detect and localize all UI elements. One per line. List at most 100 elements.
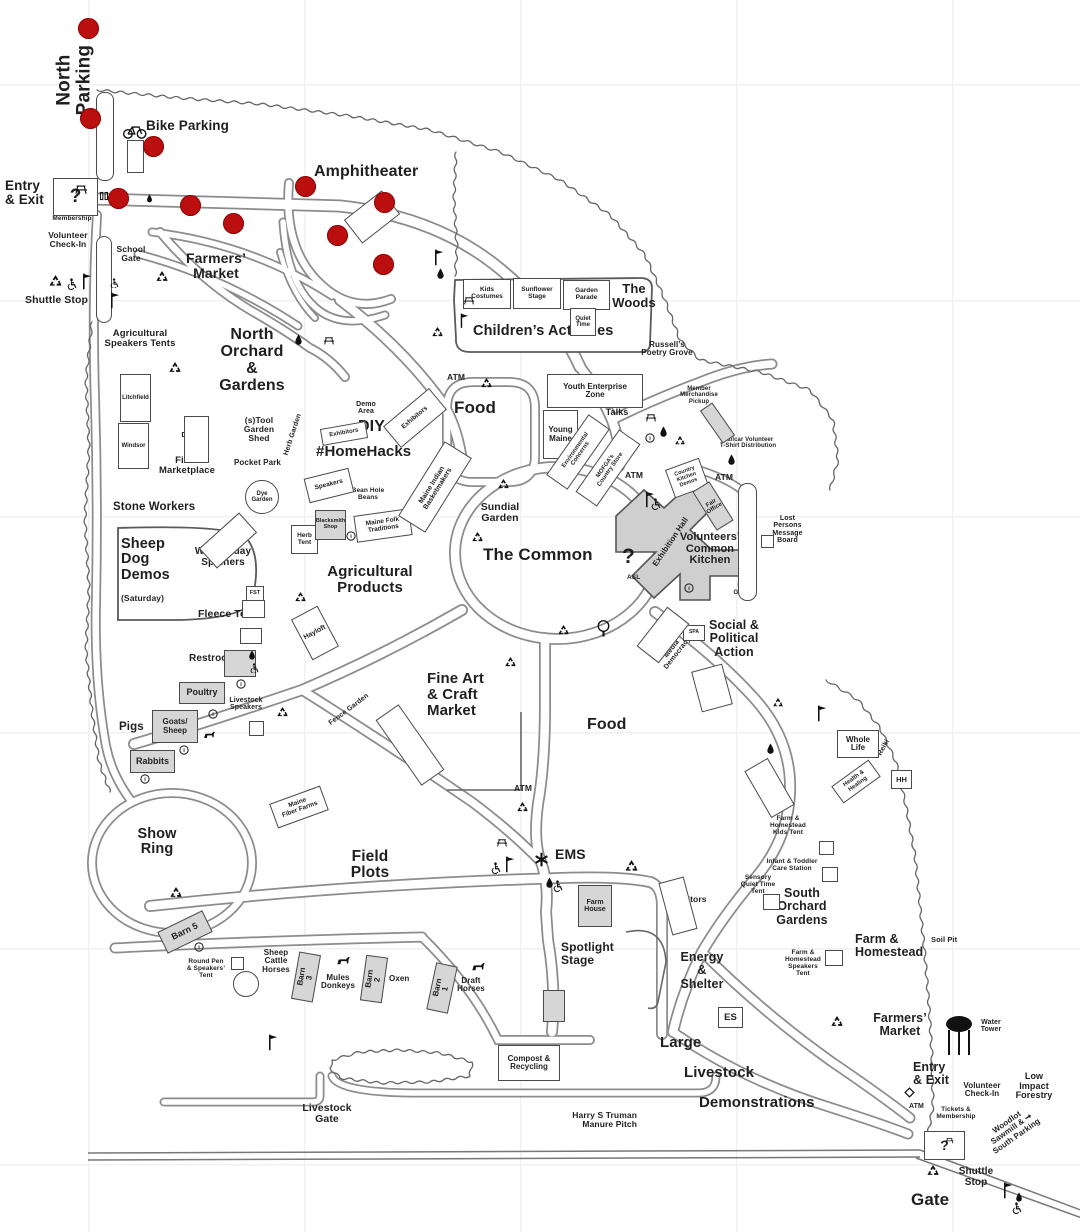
homehacks: #HomeHacks [316,443,412,460]
info-icon: i [645,433,655,443]
recycle-icon [276,706,289,719]
animal-icon [336,955,351,966]
volunteer-top: Volunteer Check-In [48,230,88,249]
fair-office-label: Fair Office [705,497,724,516]
atm-food: ATM [447,372,466,382]
svg-text:i: i [198,945,200,951]
road [135,251,301,329]
question-box-bottom: ? [924,1131,965,1160]
road [335,295,467,467]
red-marker-dot [222,212,244,234]
recycle-icon [169,886,183,900]
compost-recycling: Compost & Recycling [498,1045,560,1081]
mules-donkeys: Mules Donkeys [320,973,356,991]
road [111,933,426,952]
info-icon: i [194,942,204,952]
windsor: Windsor [118,423,149,469]
forest-border [83,321,111,793]
tree-icon [596,619,611,638]
whole-life: Whole Life [837,730,879,758]
dye-garden-label: Dye Garden [251,490,273,503]
barn-2-label: Barn 2 [363,968,383,988]
compost-recycling-label: Compost & Recycling [507,1053,551,1071]
question-box-top-label: ? [69,186,82,208]
star-icon [534,852,549,867]
gate: Gate [911,1190,950,1209]
flag-icon [1001,1182,1013,1199]
south-orchard: South Orchard Gardens [776,886,828,927]
farmers-market-north: Farmers’ Market [186,250,246,281]
recycle-icon [480,377,493,390]
flag-icon [80,273,92,290]
kids-costumes-label: Kids Costumes [471,286,503,300]
farm-homestead: Farm & Homestead [855,932,924,960]
north-parking-strip [96,92,114,181]
the-woods: The Woods [612,281,656,310]
school-gate-strip [96,236,112,323]
lost-persons-strip [738,483,757,601]
picnic-icon [74,184,88,195]
goats-sheep-label: Goats/ Sheep [162,717,188,735]
hh-label: HH [896,774,907,784]
droplet-icon [248,650,256,660]
bean-hole-beans: Bean Hole Beans [351,487,385,501]
flag-icon [815,705,827,722]
question-big: ? [622,545,635,568]
road [418,933,594,1044]
question-box-bottom-label: ? [940,1137,949,1154]
rabbits-label: Rabbits [135,755,169,766]
droplet-icon [659,425,668,438]
recycle-icon [516,801,529,814]
forest-border [452,151,459,277]
restrooms: Restrooms [189,653,243,664]
ag-demo-box [184,416,209,463]
tool-garden-shed: (s)Tool Garden Shed [243,415,275,443]
livestock-line: Livestock [684,1064,755,1081]
bike-parking-rack [127,140,144,173]
atm-kitchen-west: ATM [625,470,644,480]
accessible-icon [491,862,501,874]
fine-art: Fine Art & Craft Market [427,670,484,719]
road [298,686,545,866]
road [156,228,349,381]
droplet-icon [436,267,445,280]
goats-sheep: Goats/ Sheep [152,710,198,743]
svg-text:i: i [688,586,690,592]
speakers-diy-label: Speakers [313,477,344,492]
red-marker-dot [179,194,201,216]
pocket-park: Pocket Park [234,458,281,467]
fh-speakers-sq [825,950,843,966]
herb-tent-label: Herb Tent [297,531,312,546]
recycle-icon [294,591,307,604]
round-pen-sq [231,957,244,970]
droplet-icon [146,193,153,203]
hayloft-label: Hayloft [302,624,328,642]
sunflower-stage: Sunflower Stage [513,278,561,309]
russells-poetry-grove: Russell’s Poetry Grove [641,340,693,358]
livestock-speakers-sq [249,721,264,736]
es: ES [718,1007,743,1028]
tickets-south: Tickets & Membership [936,1106,976,1120]
herb-tent: Herb Tent [291,525,318,554]
fleece-upper [242,600,265,618]
poultry-label: Poultry [186,687,218,698]
garden-parade-label: Garden Parade [575,287,598,301]
red-marker-dot [142,135,164,157]
water-tower-label: Water Tower [980,1019,1002,1034]
asl: ASL [627,574,641,581]
exhibitors-small-label: Exhibitors [329,427,359,439]
red-marker-dot [326,224,348,246]
svg-text:i: i [183,748,185,754]
livestock-speakers: Livestock Speakers [229,697,263,712]
saturday: (Saturday) [121,593,165,603]
school-gate: School Gate [116,244,146,263]
ag-speakers-tents: Agricultural Speakers Tents [104,328,176,350]
infant-toddler: Infant & Toddler Care Station [766,858,818,872]
road [277,249,318,321]
quiet-time: Quiet Time [570,308,596,336]
ems: EMS [555,846,586,862]
railcar-tshirt: Railcar Volunteer T-Shirt Distribution [719,437,777,450]
droplet-icon [545,876,554,889]
road [698,948,914,1122]
red-marker-dot [294,175,316,197]
